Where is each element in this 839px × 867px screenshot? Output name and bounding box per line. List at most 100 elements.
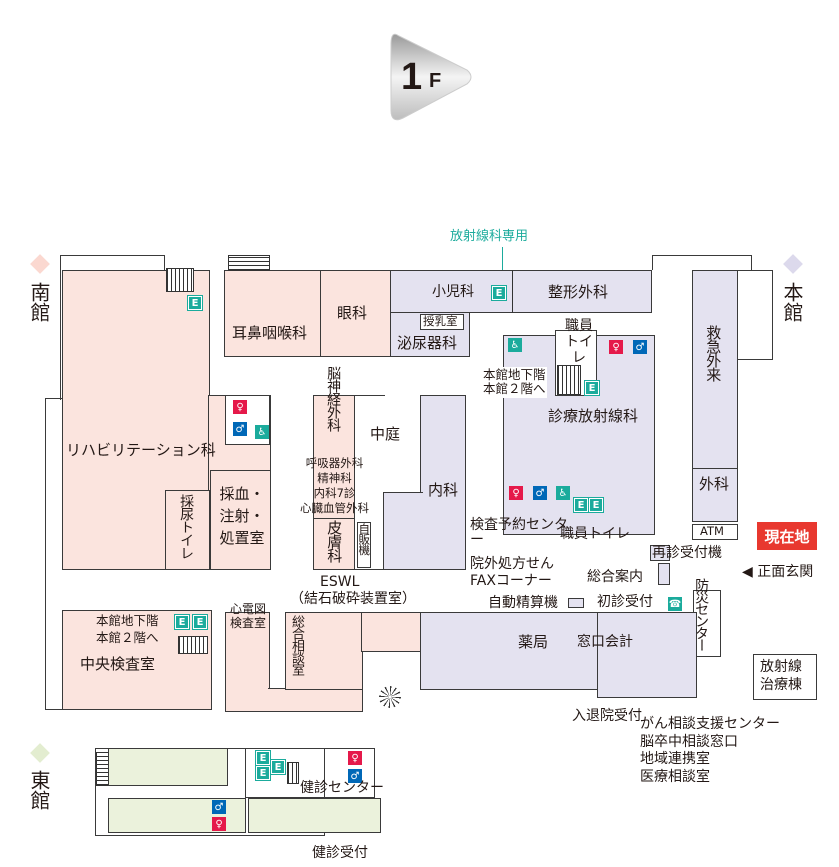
urine-toilet-label: 採尿トイレ: [178, 494, 195, 559]
male-toilet-icon: ♂: [212, 800, 226, 814]
elevator-icon: E: [573, 497, 589, 513]
south-building-label: 南館: [27, 282, 51, 322]
orthopedics-label: 整形外科: [548, 283, 609, 301]
blood-room-label: 採血・注射・処置室: [219, 485, 265, 547]
atm[interactable]: [692, 524, 738, 540]
female-toilet-icon: ♀: [212, 817, 226, 831]
south-marker-icon: [30, 254, 50, 274]
atm-label: ATM: [700, 524, 724, 538]
stairs-icon: [228, 255, 270, 271]
nursing-label: 授乳室: [423, 314, 458, 328]
current-location-badge: 現在地: [757, 522, 817, 550]
nursing-room: [420, 314, 464, 330]
ecg-label: 心電図検査室: [229, 602, 266, 630]
wheelchair-icon: ♿: [508, 338, 522, 352]
elevator-icon: E: [588, 497, 604, 513]
to-2f-label: 本館２階へ: [483, 381, 546, 397]
south-west-wall: [45, 398, 63, 710]
auto-pay-machine[interactable]: [568, 598, 584, 608]
pediatrics-label: 小児科: [432, 284, 474, 300]
cashier-block: [597, 612, 697, 698]
elevator-icon: E: [255, 750, 271, 766]
internal-label: 内科: [428, 481, 459, 499]
eswl-room: [361, 612, 422, 652]
eye-room: [320, 270, 391, 357]
regional-liaison-label: 地域連携室: [640, 751, 710, 767]
ecg-room: [225, 612, 270, 712]
checkup-center-label: 健診センター: [300, 780, 384, 796]
radiology-leader-line: [502, 247, 503, 287]
stairs-icon: [178, 636, 208, 654]
east-building-label: 東館: [27, 770, 51, 810]
checkup-reception-label: 健診受付: [312, 845, 368, 861]
blood-room: [210, 470, 271, 570]
eye-label: 眼科: [337, 304, 368, 322]
disaster-label: 防災センター: [693, 578, 710, 650]
to-basement-label: 本館地下階: [483, 367, 546, 382]
floor-badge-shape: [390, 33, 472, 121]
east-room-3: [248, 798, 381, 833]
top-clinics: [390, 270, 652, 313]
reentry-machine[interactable]: [650, 545, 670, 561]
info-label: 総合案内: [587, 569, 643, 585]
elevator-icon: E: [192, 614, 208, 630]
clinic-psychiatry: 精神科: [317, 470, 352, 485]
internal-annex: [383, 492, 423, 570]
male-toilet-icon: ♂: [533, 486, 547, 500]
surgery-room: [692, 468, 738, 522]
stairs-icon: [166, 268, 194, 292]
consult-label: 総合相談室: [288, 615, 304, 675]
courtyard-label: 中庭: [370, 425, 401, 443]
spiral-stairs-icon: [379, 686, 401, 708]
female-toilet-icon: ♀: [509, 486, 523, 500]
radiation-building-label: 放射線治療棟: [760, 659, 802, 694]
elevator-icon: E: [584, 380, 600, 396]
lower-corridor-room: [268, 688, 363, 712]
emergency-label: 救急外来: [704, 325, 723, 381]
male-toilet-icon: ♂: [348, 769, 362, 783]
clinic-cardiovascular: 心臓血管外科: [300, 500, 369, 515]
main-entrance-label: ◀ 正面玄関: [742, 564, 814, 580]
ent-room: [224, 270, 321, 357]
internal-room: [420, 395, 466, 570]
cancer-support-label: がん相談支援センター: [640, 716, 780, 732]
female-toilet-icon: ♀: [348, 751, 362, 765]
stroke-consult-label: 脳卒中相談窓口: [640, 733, 738, 750]
radiology-only-label: 放射線科専用: [450, 229, 529, 244]
surgery-label: 外科: [699, 475, 730, 493]
ent-label: 耳鼻咽喉科: [232, 324, 308, 342]
male-toilet-icon: ♂: [633, 340, 647, 354]
cashier-label: 窓口会計: [577, 634, 633, 650]
clinic-respiratory: 呼吸器外科: [305, 456, 364, 470]
central-lab-label: 中央検査室: [80, 655, 156, 673]
multi-clinic-label: 呼吸器外科 精神科 内科7診 心臓血管外科: [300, 456, 369, 516]
eswl-label: ESWL: [320, 574, 360, 590]
floor-suffix: F: [429, 70, 442, 92]
consult-block: [285, 612, 363, 690]
main-top-wall: [652, 255, 752, 270]
urology-label: 泌尿器科: [397, 334, 458, 352]
medical-consult-label: 医療相談室: [640, 768, 710, 785]
main-right-wall: [738, 270, 773, 360]
wheelchair-icon: ♿: [556, 486, 570, 500]
rehab-label: リハビリテーション科: [66, 441, 216, 459]
diag-radiology-label: 診療放射線科: [548, 407, 639, 425]
exam-booking-label: 検査予約センター: [470, 517, 568, 549]
staff-toilet-label: 職員トイレ: [560, 526, 630, 542]
female-toilet-icon: ♀: [233, 400, 247, 414]
outside-rx-label: 院外処方せん: [470, 556, 554, 572]
to-2f-label: 本館２階へ: [96, 629, 159, 645]
dermatology-room: [313, 518, 355, 570]
vending-machine: [357, 522, 371, 568]
cancer-labels: がん相談支援センター 脳卒中相談窓口 地域連携室 医療相談室: [640, 716, 780, 786]
reentry-label: 再診受付機: [652, 545, 722, 561]
divider: [512, 270, 513, 313]
to-main-floors-south: 本館地下階 本館２階へ: [96, 613, 159, 647]
vending-label: 自販機: [357, 523, 372, 555]
dermatology-label: 皮膚科: [325, 520, 344, 562]
wheelchair-icon: ♿: [255, 425, 269, 439]
radiation-building: [753, 654, 817, 700]
east-room-1: [108, 748, 228, 786]
male-toilet-icon: ♂: [233, 422, 247, 436]
elevator-icon: E: [174, 614, 190, 630]
